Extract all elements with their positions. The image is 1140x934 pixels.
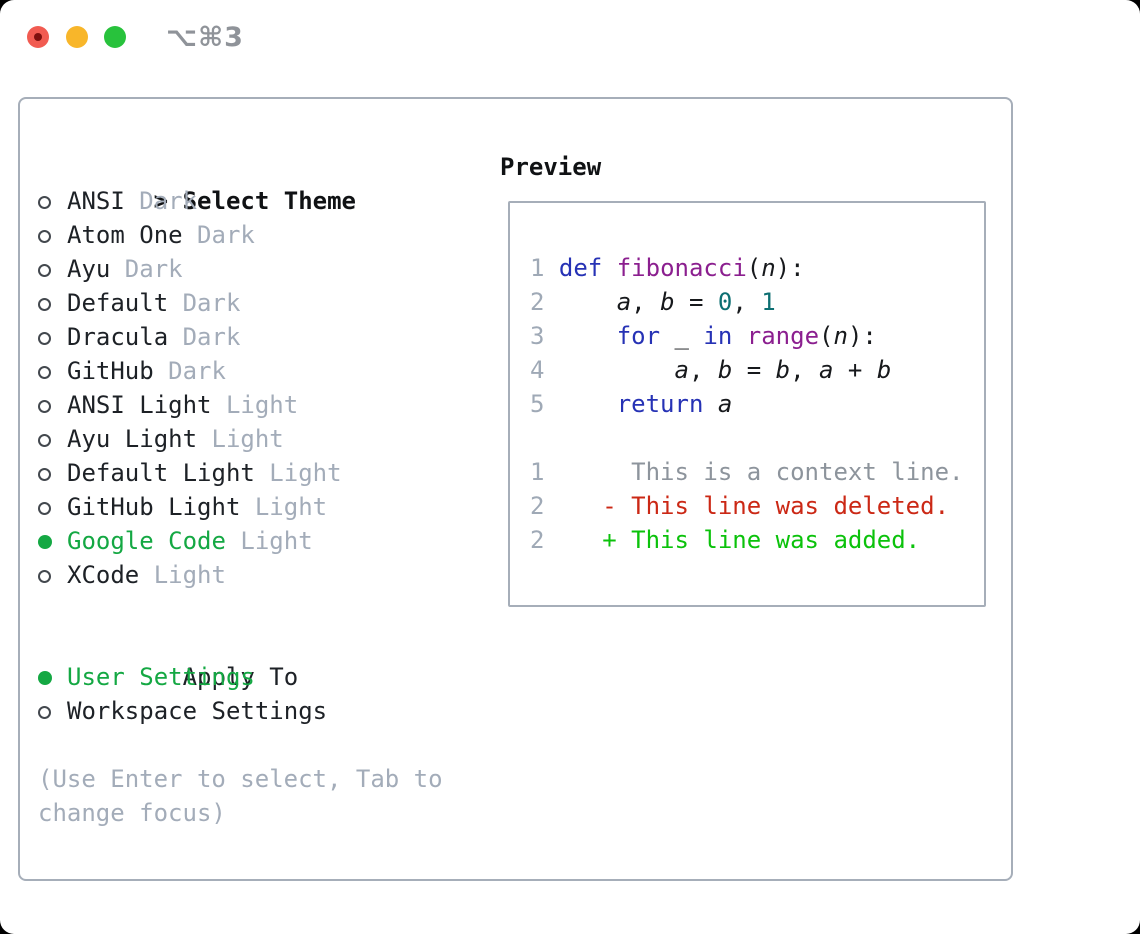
- code-line: 4 a, b = b, a + b: [530, 356, 892, 384]
- theme-option-default-light[interactable]: Default Light Light: [38, 456, 443, 490]
- theme-option-xcode[interactable]: XCode Light: [38, 558, 443, 592]
- radio-unselected-icon: [38, 252, 67, 286]
- radio-unselected-icon: [38, 456, 67, 490]
- code-line: 2 + This line was added.: [530, 526, 921, 554]
- radio-unselected-icon: [38, 388, 67, 422]
- close-button-dot: [34, 33, 42, 41]
- apply-to-header: Apply To: [38, 626, 443, 691]
- apply-option-label: Workspace Settings: [67, 697, 328, 725]
- theme-variant: Dark: [124, 255, 183, 283]
- window-title: ⌥⌘3: [166, 22, 244, 53]
- preview-title: Preview: [500, 153, 602, 181]
- code-line: 5 return a: [530, 390, 733, 418]
- theme-name: ANSI Light: [67, 391, 226, 419]
- titlebar: ⌥⌘3: [0, 0, 1140, 76]
- theme-name: Ayu: [67, 255, 125, 283]
- theme-name: Default: [67, 289, 183, 317]
- radio-selected-icon: [38, 660, 67, 694]
- radio-unselected-icon: [38, 490, 67, 524]
- theme-name: Ayu Light: [67, 425, 212, 453]
- theme-variant: Light: [254, 493, 328, 521]
- theme-option-ayu[interactable]: Ayu Dark: [38, 252, 443, 286]
- close-button[interactable]: [27, 26, 49, 48]
- theme-option-github[interactable]: GitHub Dark: [38, 354, 443, 388]
- preview-box: 1 def fibonacci(n): 2 a, b = 0, 1 3 for _ …: [508, 201, 986, 607]
- theme-variant: Light: [153, 561, 226, 589]
- theme-name: ANSI: [67, 187, 140, 215]
- theme-name: GitHub: [67, 357, 169, 385]
- theme-option-ayu-light[interactable]: Ayu Light Light: [38, 422, 443, 456]
- minimize-button[interactable]: [66, 26, 88, 48]
- theme-option-github-light[interactable]: GitHub Light Light: [38, 490, 443, 524]
- theme-variant: Light: [211, 425, 284, 453]
- code-line: 2 a, b = 0, 1: [530, 288, 776, 316]
- theme-name: Google Code: [67, 527, 241, 555]
- theme-option-atom-one[interactable]: Atom One Dark: [38, 218, 443, 252]
- theme-option-default[interactable]: Default Dark: [38, 286, 443, 320]
- theme-variant: Dark: [197, 221, 255, 249]
- theme-name: XCode: [67, 561, 154, 589]
- theme-variant: Light: [269, 459, 342, 487]
- code-line: 1 This is a context line.: [530, 458, 964, 486]
- apply-option-workspace-settings[interactable]: Workspace Settings: [38, 694, 443, 728]
- apply-option-label: User Settings: [67, 663, 255, 691]
- code-line: [530, 421, 964, 455]
- theme-name: Dracula: [67, 323, 183, 351]
- prompt-caret: >: [153, 187, 169, 215]
- spacer: [38, 728, 443, 762]
- theme-variant: Dark: [139, 187, 198, 215]
- code-line: 3 for _ in range(n):: [530, 322, 877, 350]
- radio-unselected-icon: [38, 286, 67, 320]
- apply-option-user-settings[interactable]: User Settings: [38, 660, 443, 694]
- radio-unselected-icon: [38, 218, 67, 252]
- theme-variant: Dark: [182, 323, 241, 351]
- keyboard-hint: (Use Enter to select, Tab to change focus…: [38, 762, 443, 830]
- theme-name: Default Light: [67, 459, 270, 487]
- code-line: 2 - This line was deleted.: [530, 492, 950, 520]
- radio-unselected-icon: [38, 422, 67, 456]
- spacer: [38, 592, 443, 626]
- radio-unselected-icon: [38, 694, 67, 728]
- apply-to-title: Apply To: [182, 663, 299, 691]
- radio-unselected-icon: [38, 558, 67, 592]
- zoom-button[interactable]: [104, 26, 126, 48]
- theme-variant: Dark: [182, 289, 241, 317]
- hint-line: (Use Enter to select, Tab to: [38, 765, 443, 793]
- theme-option-ansi[interactable]: ANSI Dark: [38, 184, 443, 218]
- theme-variant: Light: [240, 527, 313, 555]
- code-line: 1 def fibonacci(n):: [530, 254, 805, 282]
- theme-option-ansi-light[interactable]: ANSI Light Light: [38, 388, 443, 422]
- theme-option-dracula[interactable]: Dracula Dark: [38, 320, 443, 354]
- hint-line: change focus): [38, 799, 226, 827]
- radio-unselected-icon: [38, 184, 67, 218]
- select-theme-title: Select Theme: [182, 187, 356, 215]
- theme-name: Atom One: [67, 221, 198, 249]
- select-theme-header: > Select Theme: [38, 150, 443, 215]
- radio-unselected-icon: [38, 320, 67, 354]
- code-preview: 1 def fibonacci(n): 2 a, b = 0, 1 3 for _ …: [530, 251, 964, 557]
- theme-option-google-code[interactable]: Google Code Light: [38, 524, 443, 558]
- theme-variant: Dark: [168, 357, 226, 385]
- radio-selected-icon: [38, 524, 67, 558]
- theme-variant: Light: [225, 391, 299, 419]
- radio-unselected-icon: [38, 354, 67, 388]
- theme-name: GitHub Light: [67, 493, 255, 521]
